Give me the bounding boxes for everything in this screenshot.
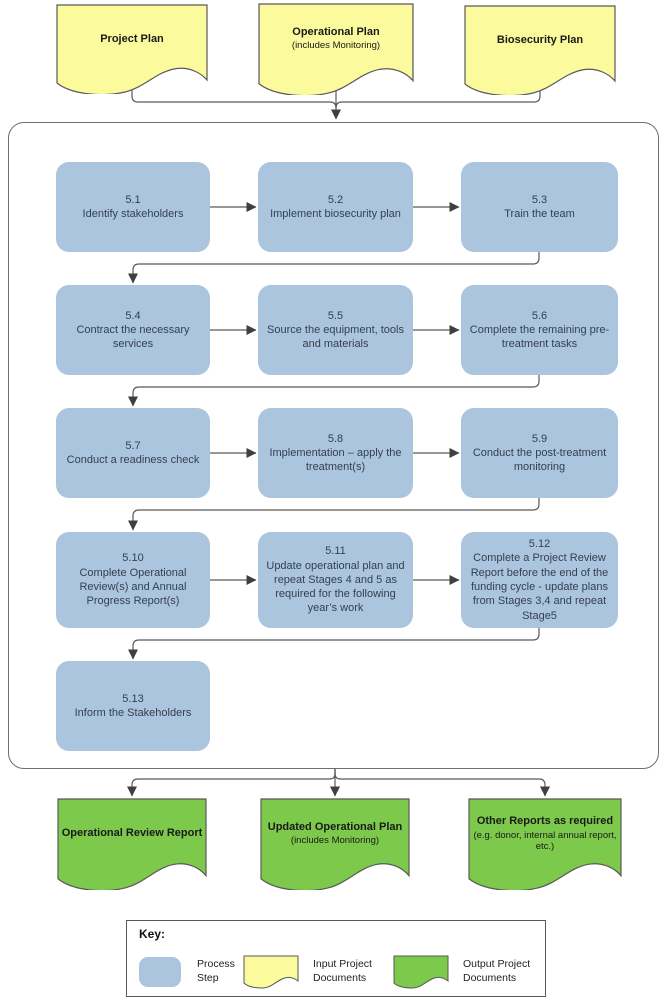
key-legend: Key: Process Step Input Project Document… — [126, 920, 546, 997]
doc-subtitle: (includes Monitoring) — [290, 835, 380, 847]
document-shape-icon — [260, 798, 410, 890]
step-label: Implement biosecurity plan — [270, 208, 401, 220]
step-5-5: 5.5 Source the equipment, tools and mate… — [258, 285, 413, 375]
doc-title: Project Plan — [100, 33, 164, 46]
step-5-10: 5.10 Complete Operational Review(s) and … — [56, 532, 210, 628]
output-doc-updated-operational-plan: Updated Operational Plan (includes Monit… — [260, 798, 410, 890]
step-label: Implementation – apply the treatment(s) — [269, 446, 402, 474]
input-doc-operational-plan: Operational Plan (includes Monitoring) — [258, 3, 414, 95]
step-number: 5.10 — [122, 552, 144, 565]
document-shape-icon — [464, 5, 616, 95]
doc-title: Operational Plan — [292, 25, 380, 38]
input-doc-biosecurity-plan: Biosecurity Plan — [464, 5, 616, 95]
document-shape-icon — [57, 798, 207, 890]
step-number: 5.1 — [125, 193, 141, 206]
step-number: 5.4 — [125, 309, 141, 322]
doc-subtitle: (e.g. donor, internal annual report, etc… — [473, 829, 617, 853]
step-number: 5.9 — [531, 432, 548, 445]
document-shape-icon — [56, 4, 208, 94]
step-label: Update operational plan and repeat Stage… — [266, 559, 405, 615]
step-5-2: 5.2 Implement biosecurity plan — [258, 162, 413, 252]
key-label-process-step: Process Step — [197, 958, 235, 985]
step-number: 5.12 — [528, 538, 551, 551]
step-5-3: 5.3 Train the team — [461, 162, 618, 252]
step-5-8: 5.8 Implementation – apply the treatment… — [258, 408, 413, 498]
step-label: Complete a Project Review Report before … — [470, 552, 609, 622]
step-5-12: 5.12 Complete a Project Review Report be… — [461, 532, 618, 628]
doc-title: Updated Operational Plan — [267, 820, 403, 833]
step-5-13: 5.13 Inform the Stakeholders — [56, 661, 210, 751]
key-label-input-documents: Input Project Documents — [313, 958, 372, 985]
doc-title: Other Reports as required — [476, 814, 614, 827]
step-number: 5.3 — [531, 193, 548, 206]
step-number: 5.5 — [327, 309, 344, 322]
step-5-7: 5.7 Conduct a readiness check — [56, 408, 210, 498]
output-doc-operational-review-report: Operational Review Report — [57, 798, 207, 890]
step-number: 5.11 — [325, 545, 346, 558]
output-document-swatch-icon — [393, 955, 449, 989]
document-shape-icon — [468, 798, 622, 890]
step-5-9: 5.9 Conduct the post-treatment monitorin… — [461, 408, 618, 498]
step-number: 5.6 — [531, 309, 548, 322]
step-label: Complete the remaining pre-treatment tas… — [469, 323, 610, 351]
step-5-1: 5.1 Identify stakeholders — [56, 162, 210, 252]
stage5-process-container — [8, 122, 659, 769]
input-doc-project-plan: Project Plan — [56, 4, 208, 94]
document-shape-icon — [258, 3, 414, 95]
step-number: 5.7 — [125, 439, 141, 452]
doc-title: Operational Review Report — [61, 827, 203, 840]
process-step-swatch-icon — [139, 957, 181, 987]
step-label: Contract the necessary services — [76, 323, 190, 351]
step-number: 5.13 — [122, 692, 144, 705]
key-title: Key: — [139, 927, 166, 941]
connector-output-left — [127, 769, 336, 797]
step-label: Inform the Stakeholders — [74, 707, 192, 719]
step-5-4: 5.4 Contract the necessary services — [56, 285, 210, 375]
connector-output-right — [334, 769, 550, 797]
step-label: Source the equipment, tools and material… — [267, 323, 404, 351]
step-label: Conduct a readiness check — [66, 454, 200, 466]
input-document-swatch-icon — [243, 955, 299, 989]
key-label-output-documents: Output Project Documents — [463, 958, 531, 985]
step-label: Complete Operational Review(s) and Annua… — [79, 566, 187, 608]
step-number: 5.2 — [327, 193, 344, 206]
output-doc-other-reports: Other Reports as required (e.g. donor, i… — [468, 798, 622, 890]
step-5-6: 5.6 Complete the remaining pre-treatment… — [461, 285, 618, 375]
doc-title: Biosecurity Plan — [496, 34, 584, 47]
step-label: Train the team — [504, 208, 575, 220]
step-label: Conduct the post-treatment monitoring — [472, 446, 607, 474]
step-label: Identify stakeholders — [82, 208, 184, 220]
step-number: 5.8 — [327, 432, 344, 445]
doc-subtitle: (includes Monitoring) — [291, 40, 381, 52]
step-5-11: 5.11 Update operational plan and repeat … — [258, 532, 413, 628]
